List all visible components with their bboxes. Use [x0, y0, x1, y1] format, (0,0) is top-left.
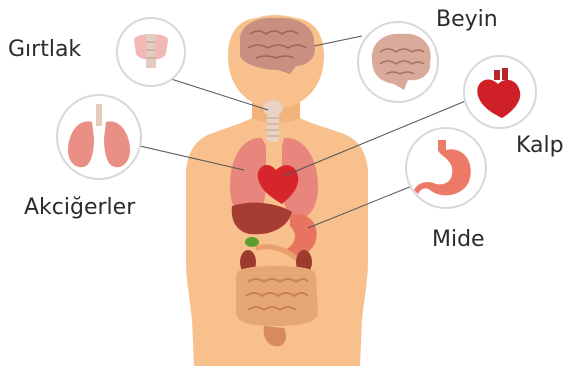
stomach-callout	[406, 128, 486, 208]
stomach-label: Mide	[432, 227, 485, 252]
larynx-label: Gırtlak	[8, 37, 81, 62]
heart-callout	[464, 56, 536, 128]
brain-label: Beyin	[436, 7, 498, 32]
brain-callout	[358, 22, 438, 102]
heart-label: Kalp	[516, 133, 564, 158]
larynx-callout	[117, 18, 185, 86]
lungs-callout	[57, 95, 141, 179]
lungs-label: Akciğerler	[24, 195, 136, 220]
